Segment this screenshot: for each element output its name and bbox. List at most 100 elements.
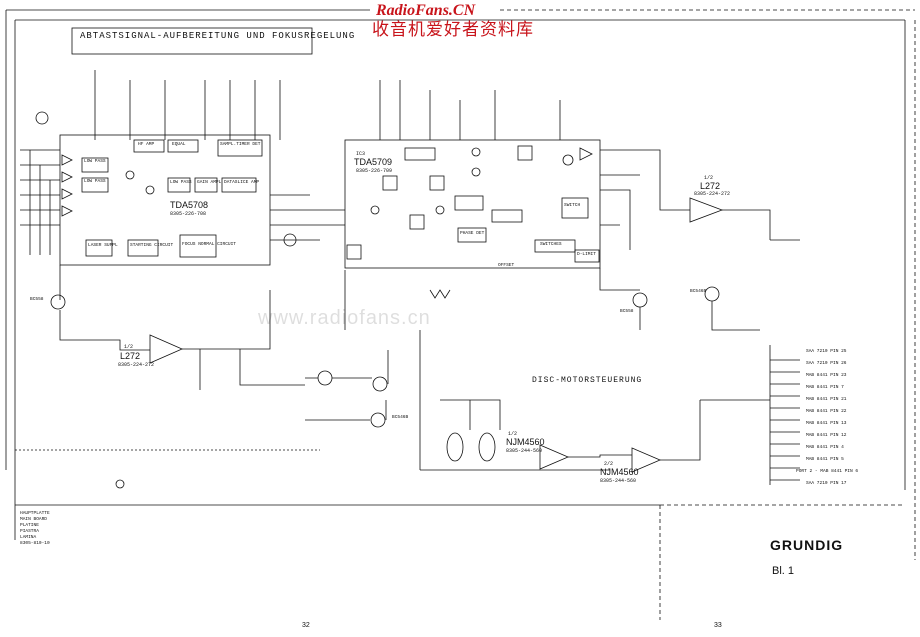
l272-top-triangle [689, 197, 724, 223]
tda5709-sum-4 [370, 205, 380, 215]
tda5709-sum-5 [562, 154, 574, 166]
transistor-label-2: BC558 [620, 309, 634, 314]
starting-circuit [127, 239, 159, 257]
transistor-label-3: BC546B [690, 289, 707, 294]
connector-5: MAB 8441 PIN 21 [806, 397, 847, 402]
phase-det [457, 227, 487, 243]
l272-left-label: L272 [120, 351, 141, 361]
njm1-part: 8305-244-560 [506, 448, 543, 454]
footer-line-2: MAIN BOARD [20, 517, 48, 522]
block-lowpass-3: LOW PASS [170, 180, 192, 185]
focus-normal [179, 234, 217, 258]
connector-3: MAB 8441 PIN 23 [806, 373, 847, 378]
transistor-label-1: BC558 [30, 297, 44, 302]
connector-6: MAB 8441 PIN 22 [806, 409, 847, 414]
wires-vert-left [29, 150, 51, 255]
block-gain-ampl: GAIN AMPL [197, 180, 222, 185]
sub-block-2 [454, 195, 484, 211]
gain-ampl [194, 177, 218, 193]
hf-amp [133, 139, 165, 153]
las-ctrl [561, 197, 589, 219]
wires-dc-motor [419, 330, 610, 471]
laser-suppl [85, 239, 113, 257]
mult-x4 [409, 214, 425, 230]
block-starting: STARTING CIRCUIT [130, 243, 174, 248]
block-phase-det: PHASE DET [460, 231, 485, 236]
tda5709-sum-1 [471, 147, 481, 157]
summer-2 [145, 185, 155, 195]
motor-1 [446, 432, 464, 462]
mult-x1 [382, 175, 398, 191]
wires-l272-left [182, 290, 305, 390]
wires-njm [568, 399, 770, 461]
tda5709-sub-1 [404, 147, 436, 161]
transistor-5 [704, 286, 720, 302]
connector-10: MAB 8441 PIN 5 [806, 457, 844, 462]
l272-top-label: L272 [700, 181, 721, 191]
njm2-ref: 2/2 [604, 461, 614, 467]
connector-9: MAB 8441 PIN 4 [806, 445, 844, 450]
switches [534, 239, 576, 253]
marker-circle [115, 479, 125, 489]
footer-line-1: HAUPTPLATTE [20, 511, 50, 516]
lowpass-3 [167, 177, 191, 193]
block-hf-amp: HF AMP [138, 142, 155, 147]
block-focus-normal: FOCUS NORMAL CIRCUIT [182, 242, 237, 247]
footer-line-6: 8305-810-10 [20, 541, 50, 546]
block-offset: OFFSET [498, 263, 515, 268]
faint-watermark: www.radiofans.cn [258, 307, 431, 329]
njm-1-triangle [539, 444, 570, 470]
connector-2: SAA 7210 PIN 26 [806, 361, 847, 366]
wires-motor-drive [305, 350, 389, 421]
connector-11: PORT 2 - MAB 8441 PIN 6 [796, 469, 859, 474]
laser-diode [35, 111, 49, 125]
mult-x2 [429, 175, 445, 191]
radiofans-watermark: RadioFans.CN [376, 2, 476, 19]
l272-left-part: 8305-224-272 [118, 362, 155, 368]
transistor-bc558-1 [50, 294, 66, 310]
sampl-timer [217, 139, 263, 157]
motor-2 [478, 432, 496, 462]
l272-left-triangle [149, 334, 183, 364]
footer-line-3: PLATINE [20, 523, 39, 528]
sheet-number: Bl. 1 [772, 565, 795, 577]
section-title: ABTASTSIGNAL-AUFBEREITUNG UND FOKUSREGEL… [80, 31, 356, 41]
njm2-label: NJM4560 [600, 467, 639, 477]
title-box [71, 27, 313, 55]
mult-x3 [517, 145, 533, 161]
page-number-right: 33 [714, 622, 722, 629]
block-sampl-timer: SAMPL.TIMER DET [220, 142, 261, 147]
chinese-watermark: 收音机爱好者资料库 [372, 20, 534, 40]
transistor-4 [370, 412, 386, 428]
wires-supply-top-mid [379, 80, 561, 140]
input-amps [61, 154, 73, 217]
oscillator-symbol [429, 289, 451, 299]
tda5708-label: TDA5708 [170, 200, 209, 210]
tda5709-sum-3 [435, 205, 445, 215]
equal [167, 139, 199, 153]
transistor-bc558-2 [632, 292, 648, 308]
block-switch: SWITCH [564, 203, 581, 208]
grundig-logo: GRUNDIG [770, 537, 844, 553]
ic3-lower-box [346, 244, 362, 260]
lowpass-1 [81, 157, 109, 173]
tda5708-part: 8305-226-708 [170, 211, 207, 217]
wires-connector-bus [769, 345, 800, 485]
wires-lower-left [59, 265, 150, 351]
footer-line-5: LAMINA [20, 535, 37, 540]
l272-top-part: 8305-224-272 [694, 191, 731, 197]
njm-2-triangle [631, 447, 662, 473]
connector-1: SAA 7210 PIN 25 [806, 349, 847, 354]
int-amp [491, 209, 523, 223]
wires-supply-top-left [94, 70, 281, 140]
njm1-label: NJM4560 [506, 437, 545, 447]
transistor-3 [372, 376, 388, 392]
block-d-limit: D-LIMIT [577, 252, 596, 257]
lowpass-2 [81, 177, 109, 193]
disc-motor-title: DISC-MOTORSTEUERUNG [532, 376, 643, 385]
block-equal: EQUAL [172, 142, 186, 147]
l272-left-ref: 1/2 [124, 344, 134, 350]
l272-top-ref: 1/2 [704, 175, 714, 181]
transistor-2 [317, 370, 333, 386]
